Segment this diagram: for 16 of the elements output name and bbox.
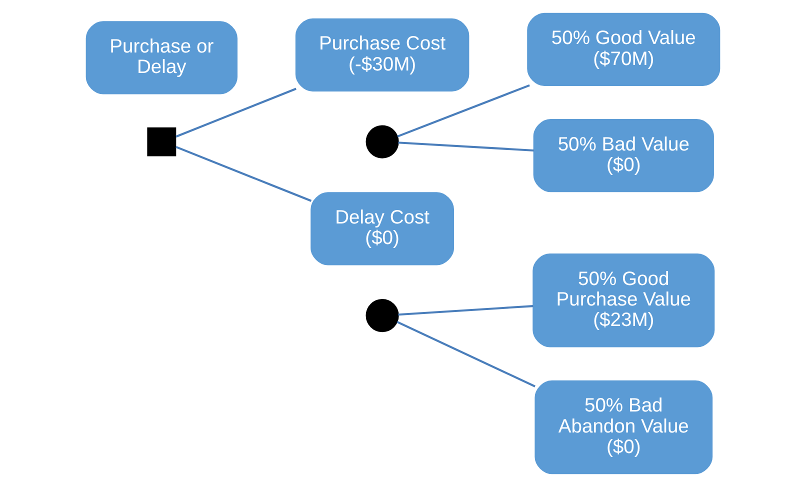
connector (175, 88, 296, 138)
connector (396, 84, 530, 138)
connector (175, 146, 312, 202)
node-box: 50% Bad Abandon Value ($0) (534, 380, 712, 474)
node-box: Purchase or Delay (85, 21, 238, 94)
node-circle (365, 299, 398, 332)
node-box: Delay Cost ($0) (310, 192, 454, 266)
connector (398, 305, 533, 316)
node-box: Purchase Cost (-$30M) (294, 18, 469, 92)
node-box: 50% Good Purchase Value ($23M) (532, 254, 714, 348)
connector (396, 320, 535, 388)
node-box (146, 127, 176, 156)
node-circle (365, 125, 398, 158)
connector (398, 142, 534, 152)
node-box: 50% Bad Value ($0) (532, 119, 714, 192)
node-box: 50% Good Value ($70M) (526, 12, 720, 86)
